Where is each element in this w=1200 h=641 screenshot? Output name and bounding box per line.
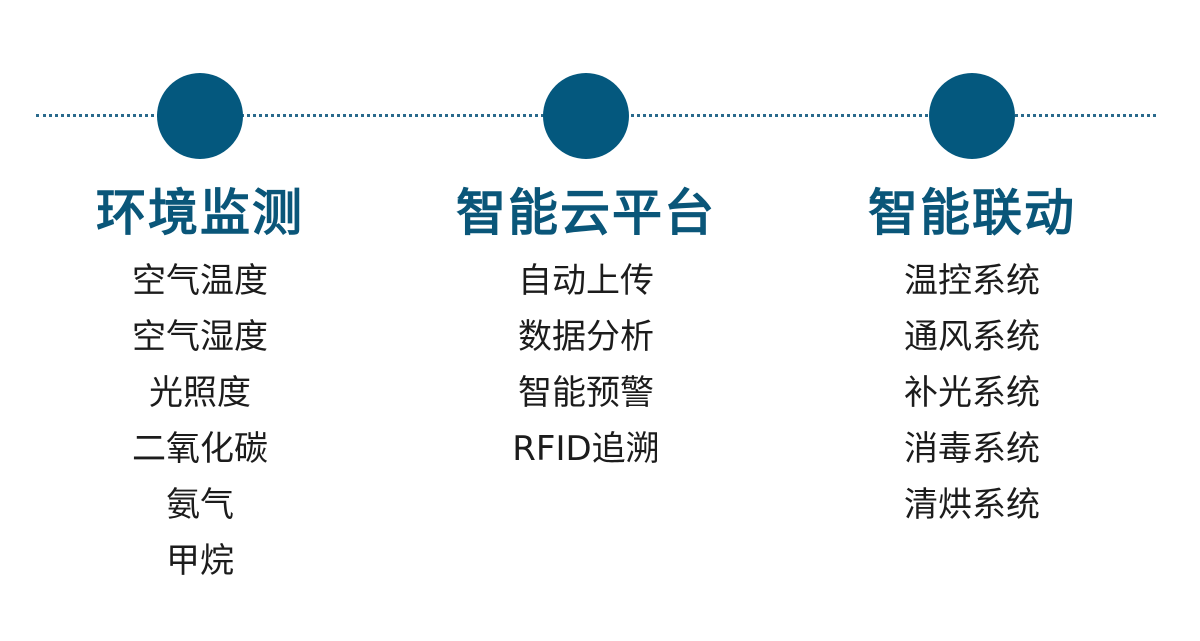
list-item: 通风系统 [904,317,1040,357]
column-environment-monitoring: 环境监测 空气温度 空气湿度 光照度 二氧化碳 氨气 甲烷 [0,0,400,589]
list-item: 智能预警 [517,373,654,413]
column-title: 智能联动 [868,184,1076,242]
item-list: 空气温度 空气湿度 光照度 二氧化碳 氨气 甲烷 [132,253,268,589]
timeline-node [929,73,1015,159]
list-item: 消毒系统 [904,429,1040,469]
list-item: 温控系统 [904,261,1040,301]
item-list: 自动上传 数据分析 智能预警 RFID追溯 [512,253,659,477]
list-item: 空气湿度 [132,317,268,357]
list-item: 甲烷 [166,541,234,581]
column-title: 智能云平台 [456,184,716,242]
list-item: 清烘系统 [904,485,1040,525]
list-item: 氨气 [166,485,234,525]
timeline-node [543,73,629,159]
list-item: 光照度 [149,373,251,413]
column-title: 环境监测 [96,184,304,242]
list-item: 数据分析 [517,317,654,357]
timeline-node [157,73,243,159]
list-item: 自动上传 [517,261,654,301]
item-list: 温控系统 通风系统 补光系统 消毒系统 清烘系统 [904,253,1040,533]
list-item: 空气温度 [132,261,268,301]
column-smart-linkage: 智能联动 温控系统 通风系统 补光系统 消毒系统 清烘系统 [772,0,1172,533]
list-item: RFID追溯 [512,429,660,469]
list-item: 二氧化碳 [132,429,268,469]
list-item: 补光系统 [904,373,1040,413]
column-smart-cloud-platform: 智能云平台 自动上传 数据分析 智能预警 RFID追溯 [386,0,786,477]
